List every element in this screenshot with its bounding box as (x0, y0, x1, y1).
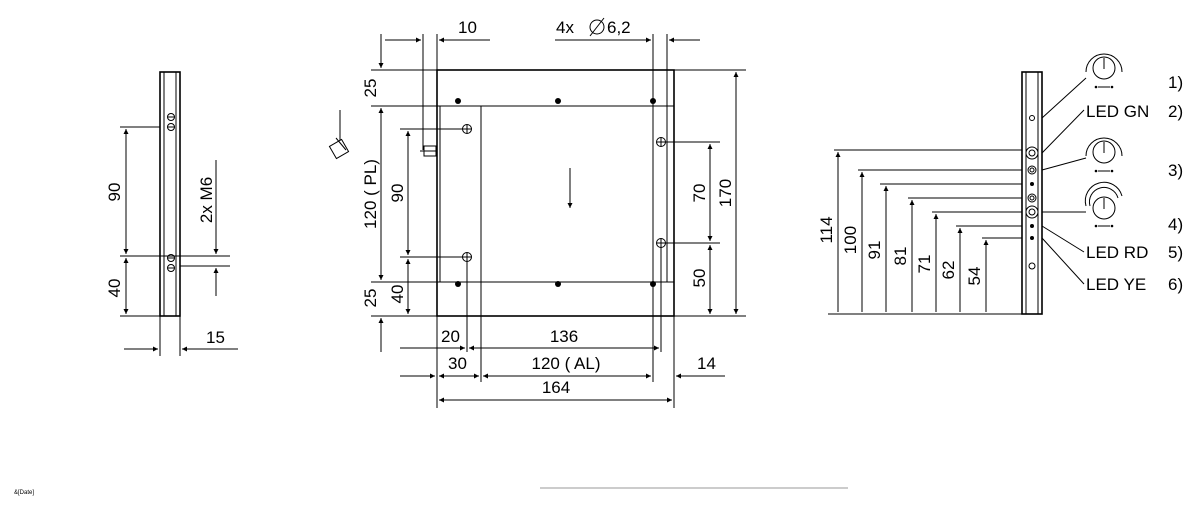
front-dim-10: 10 (458, 18, 477, 37)
callout-led-gn: LED GN (1086, 102, 1149, 121)
front-dim-30: 30 (448, 354, 467, 373)
callout-led-ye: LED YE (1086, 275, 1146, 294)
potentiometer-knob-icon (1085, 53, 1123, 89)
front-dim-164: 164 (542, 378, 570, 397)
front-dim-25-top: 25 (361, 79, 380, 98)
left-dim-15: 15 (206, 328, 225, 347)
callout-num-3: 3) (1168, 161, 1183, 180)
front-dim-136: 136 (550, 327, 578, 346)
right-height-81: 81 (891, 247, 910, 266)
right-height-91: 91 (865, 241, 884, 260)
callout-num-6: 6) (1168, 275, 1183, 294)
front-cable-connector (328, 110, 437, 160)
front-dim-90: 90 (388, 184, 407, 203)
front-dim-20: 20 (441, 327, 460, 346)
front-dim-50: 50 (690, 269, 709, 288)
left-side-view: 90 40 2x M6 15 (105, 71, 238, 356)
callout-num-4: 4) (1168, 215, 1183, 234)
right-height-71: 71 (915, 255, 934, 274)
left-profile-body (159, 71, 181, 317)
potentiometer-knob-icon (1084, 181, 1123, 228)
front-dim-25-bottom: 25 (361, 289, 380, 308)
front-holes-label: 4x (556, 18, 574, 37)
callout-num-2: 2) (1168, 102, 1183, 121)
front-screw-dots (455, 98, 656, 287)
front-window (480, 105, 654, 283)
diameter-icon (589, 17, 605, 37)
right-side-view: 114 100 91 81 71 62 54 (817, 53, 1183, 315)
left-dim-90: 90 (105, 183, 124, 202)
right-height-62: 62 (939, 261, 958, 280)
front-view: 10 4x 6,2 25 120 ( PL) 25 90 40 (328, 17, 746, 408)
front-hole-diameter: 6,2 (607, 18, 631, 37)
footer-date-placeholder: &[Date] (14, 490, 34, 496)
callout-led-rd: LED RD (1086, 243, 1148, 262)
front-dim-120-pl: 120 ( PL) (361, 159, 380, 229)
callout-num-1: 1) (1168, 73, 1183, 92)
right-height-54: 54 (965, 267, 984, 286)
front-outer-frame (436, 69, 675, 317)
front-dim-170: 170 (716, 179, 735, 207)
right-height-114: 114 (817, 216, 836, 243)
left-dim-40: 40 (105, 279, 124, 298)
left-thread-label: 2x M6 (197, 177, 216, 223)
left-screw-upper (167, 113, 175, 131)
potentiometer-knob-icon (1085, 137, 1123, 173)
front-dim-120-al: 120 ( AL) (532, 354, 601, 373)
left-screw-lower (167, 254, 175, 272)
right-profile-body (1021, 71, 1043, 315)
right-height-100: 100 (841, 226, 860, 254)
front-dim-14: 14 (697, 354, 716, 373)
callout-num-5: 5) (1168, 243, 1183, 262)
front-mounting-holes (462, 124, 666, 262)
front-dim-40: 40 (388, 285, 407, 304)
front-dim-70: 70 (690, 184, 709, 203)
right-components (1025, 115, 1039, 270)
